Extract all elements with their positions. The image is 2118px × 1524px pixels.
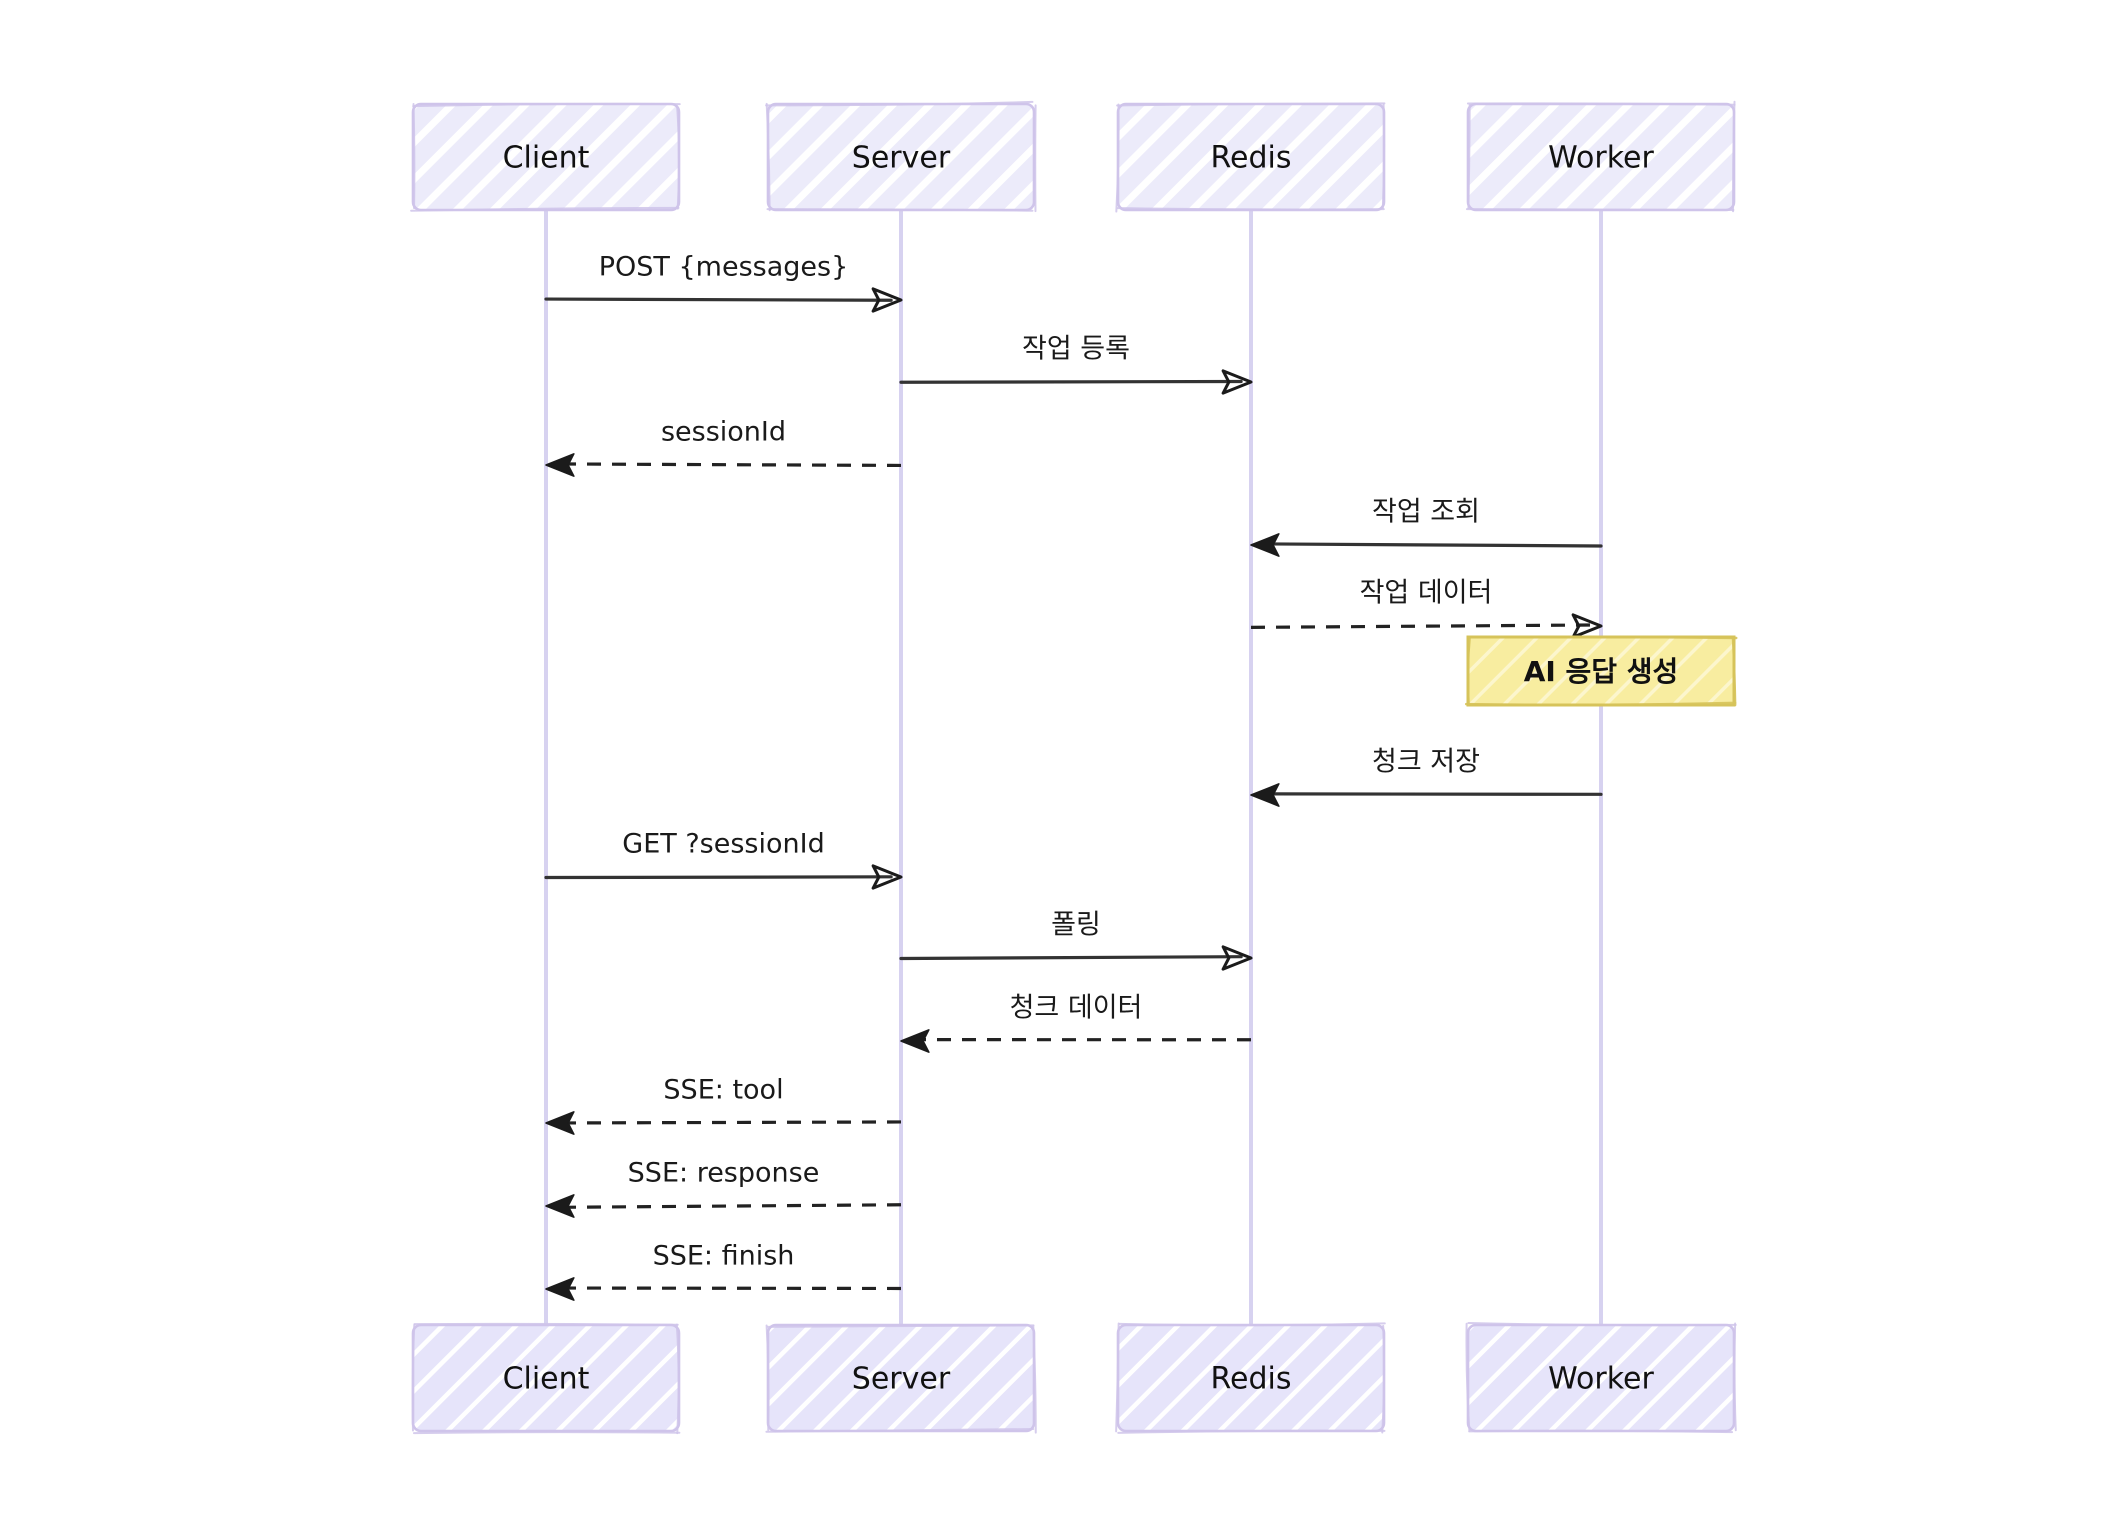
arrowhead-filled bbox=[545, 1111, 575, 1135]
message-line bbox=[899, 379, 1243, 384]
message-line bbox=[899, 955, 1243, 961]
arrowhead-open bbox=[1221, 945, 1253, 971]
arrowhead-open bbox=[871, 864, 903, 890]
participant-client-bottom[interactable]: Client bbox=[411, 1322, 681, 1435]
message-label: SSE: finish bbox=[653, 1241, 795, 1272]
message-5[interactable]: 작업 데이터 bbox=[1250, 578, 1603, 639]
message-line bbox=[555, 462, 902, 468]
participant-label: Worker bbox=[1548, 141, 1654, 176]
participant-label: Worker bbox=[1548, 1362, 1654, 1397]
participant-label: Server bbox=[852, 1362, 951, 1397]
participant-redis-top[interactable]: Redis bbox=[1115, 102, 1386, 213]
participant-server-top[interactable]: Server bbox=[765, 100, 1037, 213]
message-2[interactable]: 작업 등록 bbox=[899, 334, 1253, 395]
participant-worker-top[interactable]: Worker bbox=[1465, 100, 1736, 213]
message-label: 작업 등록 bbox=[1022, 334, 1130, 365]
message-label: 폴링 bbox=[1051, 910, 1101, 941]
participant-label: Redis bbox=[1211, 1362, 1292, 1397]
message-6[interactable]: 청크 저장 bbox=[1250, 747, 1603, 807]
message-label: 작업 데이터 bbox=[1360, 578, 1493, 609]
participant-client-top[interactable]: Client bbox=[410, 102, 681, 212]
arrowhead-filled bbox=[900, 1029, 930, 1053]
participant-label: Redis bbox=[1211, 141, 1292, 176]
arrowhead-filled bbox=[545, 1194, 575, 1218]
message-label: 청크 데이터 bbox=[1010, 993, 1143, 1024]
notes-layer: AI 응답 생성 bbox=[1464, 635, 1738, 707]
participant-redis-bottom[interactable]: Redis bbox=[1115, 1322, 1386, 1434]
arrowhead-open bbox=[1221, 369, 1253, 395]
message-line bbox=[555, 1203, 902, 1209]
message-label: 작업 조회 bbox=[1372, 497, 1480, 528]
participant-label: Client bbox=[503, 1362, 590, 1397]
arrowhead-filled bbox=[1250, 533, 1280, 557]
message-line bbox=[1259, 542, 1603, 548]
message-line bbox=[1250, 623, 1592, 629]
message-4[interactable]: 작업 조회 bbox=[1250, 497, 1603, 557]
note-label: AI 응답 생성 bbox=[1524, 655, 1679, 688]
message-line bbox=[544, 875, 893, 880]
message-label: sessionId bbox=[661, 417, 786, 448]
message-3[interactable]: sessionId bbox=[545, 417, 902, 477]
message-label: GET ?sessionId bbox=[622, 829, 824, 860]
message-7[interactable]: GET ?sessionId bbox=[544, 829, 903, 890]
message-label: SSE: response bbox=[628, 1158, 820, 1189]
participant-server-bottom[interactable]: Server bbox=[765, 1323, 1037, 1434]
message-label: SSE: tool bbox=[663, 1075, 783, 1106]
arrowhead-filled bbox=[1250, 783, 1280, 807]
participant-label: Client bbox=[503, 141, 590, 176]
message-line bbox=[544, 297, 893, 302]
participant-label: Server bbox=[852, 141, 951, 176]
message-9[interactable]: 청크 데이터 bbox=[900, 993, 1252, 1053]
message-label: 청크 저장 bbox=[1372, 747, 1480, 778]
note-ai[interactable]: AI 응답 생성 bbox=[1464, 635, 1738, 707]
arrowhead-open bbox=[1571, 613, 1603, 639]
arrowhead-open bbox=[871, 287, 903, 313]
message-label: POST {messages} bbox=[599, 252, 849, 283]
message-11[interactable]: SSE: response bbox=[545, 1158, 902, 1218]
message-line bbox=[555, 1120, 902, 1125]
message-10[interactable]: SSE: tool bbox=[545, 1075, 902, 1135]
arrowhead-filled bbox=[545, 453, 575, 477]
participant-worker-bottom[interactable]: Worker bbox=[1465, 1322, 1737, 1434]
message-12[interactable]: SSE: finish bbox=[545, 1241, 902, 1301]
message-8[interactable]: 폴링 bbox=[899, 910, 1253, 971]
lifelines-layer bbox=[544, 208, 1603, 1327]
message-1[interactable]: POST {messages} bbox=[544, 252, 903, 313]
arrowhead-filled bbox=[545, 1277, 575, 1301]
